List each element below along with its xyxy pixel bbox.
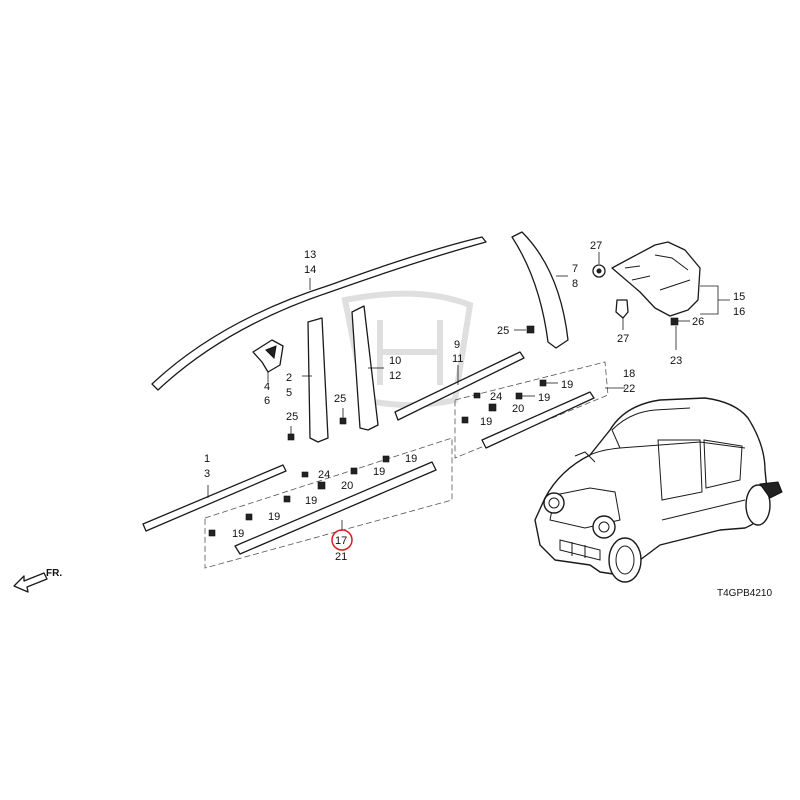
screw-25-c[interactable] [514,325,535,334]
callout-14[interactable]: 14 [304,264,316,276]
front-pillar-garnish[interactable] [307,317,329,443]
callout-1[interactable]: 1 [204,453,210,465]
callout-17[interactable]: 17 [335,535,347,547]
screw-25-b[interactable] [287,426,295,441]
rear-door-molding[interactable] [394,351,525,421]
callout-22[interactable]: 22 [623,383,635,395]
callout-7[interactable]: 7 [572,263,578,275]
roof-molding[interactable] [151,236,487,391]
screw-25-a[interactable] [339,408,347,425]
callout-2[interactable]: 2 [286,372,292,384]
callout-3[interactable]: 3 [204,468,210,480]
clip-27-a[interactable] [592,264,606,278]
callout-5[interactable]: 5 [286,387,292,399]
clip-19-b[interactable] [515,392,523,400]
callout-12[interactable]: 12 [389,370,401,382]
bracket-part[interactable] [252,339,284,373]
callout-10[interactable]: 10 [389,355,401,367]
front-direction-arrow: FR. [13,568,62,593]
callout-23[interactable]: 23 [670,355,682,367]
callout-24-a[interactable]: 24 [490,391,502,403]
callout-19-d[interactable]: 19 [405,453,417,465]
callout-19-f[interactable]: 19 [305,495,317,507]
front-door-molding[interactable] [142,464,287,532]
car-illustration [534,397,783,583]
clip-20-a[interactable] [488,403,497,412]
callout-6[interactable]: 6 [264,395,270,407]
rear-pillar-trim[interactable] [511,231,569,349]
callout-9[interactable]: 9 [454,339,460,351]
callout-18[interactable]: 18 [623,368,635,380]
callout-11[interactable]: 11 [452,353,463,365]
callout-24-b[interactable]: 24 [318,469,330,481]
callout-27-b[interactable]: 27 [617,333,629,345]
front-garnish-group-outline [204,437,453,569]
clip-19-h[interactable] [208,529,216,537]
callout-19-h[interactable]: 19 [232,528,244,540]
clip-26[interactable] [670,317,679,326]
callout-20-a[interactable]: 20 [512,403,524,415]
center-pillar-garnish[interactable] [351,305,379,431]
clip-19-e[interactable] [350,467,358,475]
callout-26[interactable]: 26 [692,316,704,328]
clip-19-c[interactable] [461,416,469,424]
callout-16[interactable]: 16 [733,306,745,318]
callout-21[interactable]: 21 [335,551,347,563]
clip-20-b[interactable] [317,481,326,490]
clip-27-b[interactable] [615,299,629,319]
front-label: FR. [46,568,62,579]
front-door-garnish[interactable] [234,461,437,555]
callout-25-c[interactable]: 25 [497,325,509,337]
clip-19-f[interactable] [283,495,291,503]
wheel-arch-cover[interactable] [611,241,701,317]
callout-19-g[interactable]: 19 [268,511,280,523]
callout-19-b[interactable]: 19 [538,392,550,404]
clip-19-g[interactable] [245,513,253,521]
callout-8[interactable]: 8 [572,278,578,290]
watermark-logo [341,290,474,408]
clip-24-b[interactable] [301,471,309,478]
callout-13[interactable]: 13 [304,249,316,261]
diagram-code: T4GPB4210 [717,588,772,599]
clip-24-a[interactable] [473,392,481,399]
callout-20-b[interactable]: 20 [341,480,353,492]
callout-19-a[interactable]: 19 [561,379,573,391]
clip-19-d[interactable] [382,455,390,463]
clip-19-a[interactable] [539,379,547,387]
callout-15[interactable]: 15 [733,291,745,303]
callout-19-c[interactable]: 19 [480,416,492,428]
callout-27-a[interactable]: 27 [590,240,602,252]
callout-25-a[interactable]: 25 [334,393,346,405]
rear-garnish-group-outline [454,361,609,459]
callout-25-b[interactable]: 25 [286,411,298,423]
callout-4[interactable]: 4 [264,381,270,393]
callout-19-e[interactable]: 19 [373,466,385,478]
rear-door-garnish[interactable] [481,391,595,449]
